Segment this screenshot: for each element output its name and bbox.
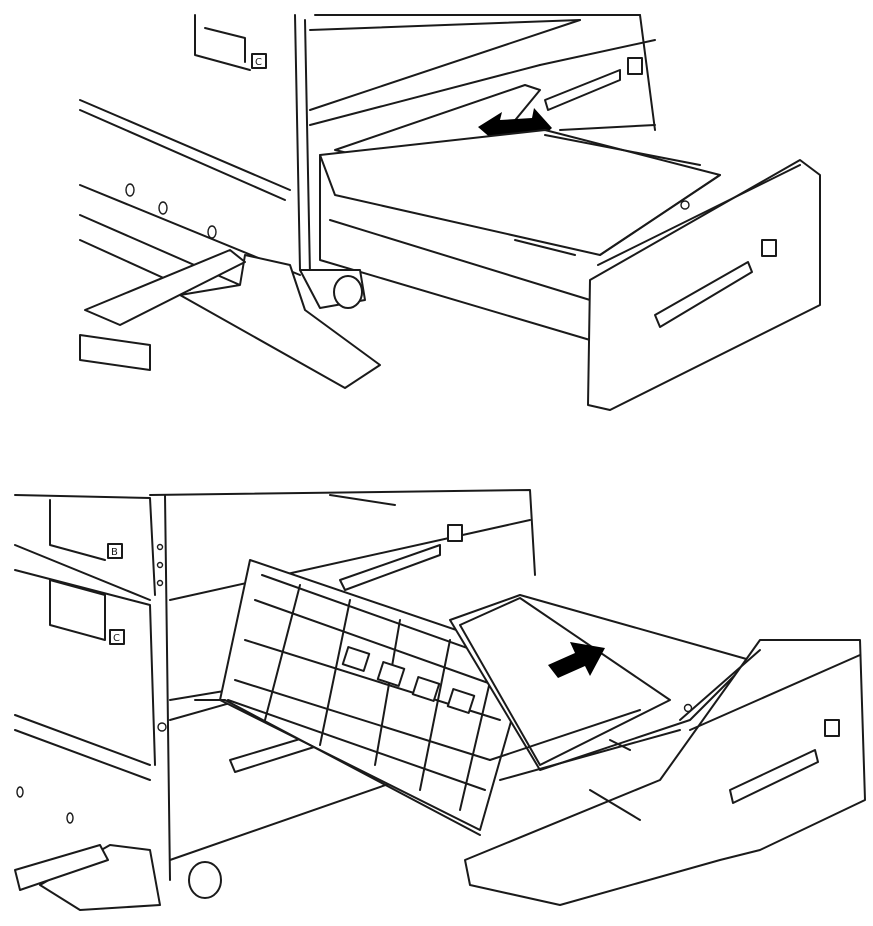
paper-drawer-bottom (449, 594, 866, 906)
printer-left-panel (79, 99, 301, 291)
figure-top-remove-paper: C (79, 14, 821, 411)
panel-c-label-box-bottom (109, 629, 125, 645)
figure-bottom-open-cover: B C (14, 489, 866, 911)
paper-drawer-top (319, 129, 821, 411)
drawer-label-icon (761, 239, 777, 257)
printer-body-top (294, 14, 656, 276)
drawer-label-icon (627, 57, 643, 75)
printer-foot-bottom (14, 844, 222, 911)
printer-foot-top (79, 249, 381, 389)
side-cover-open (194, 559, 531, 836)
panel-c-label-bottom: C (113, 633, 120, 644)
drawer-handle-top (654, 261, 753, 328)
panel-b-label-box (107, 543, 123, 559)
drawer-label-icon (824, 719, 840, 737)
panel-c-label: C (255, 57, 262, 68)
panel-b-label: B (111, 547, 118, 558)
drawer-label-icon (447, 524, 463, 542)
drawer-handle-bottom (729, 749, 819, 804)
jammed-paper-bottom (459, 597, 671, 766)
panel-c-top: C (194, 14, 267, 71)
panel-b: B (14, 494, 156, 601)
printer-body-bottom (149, 489, 536, 881)
push-arrow-icon (548, 642, 605, 678)
panel-c-label-box (251, 53, 267, 69)
panel-c-bottom: C (14, 569, 156, 824)
